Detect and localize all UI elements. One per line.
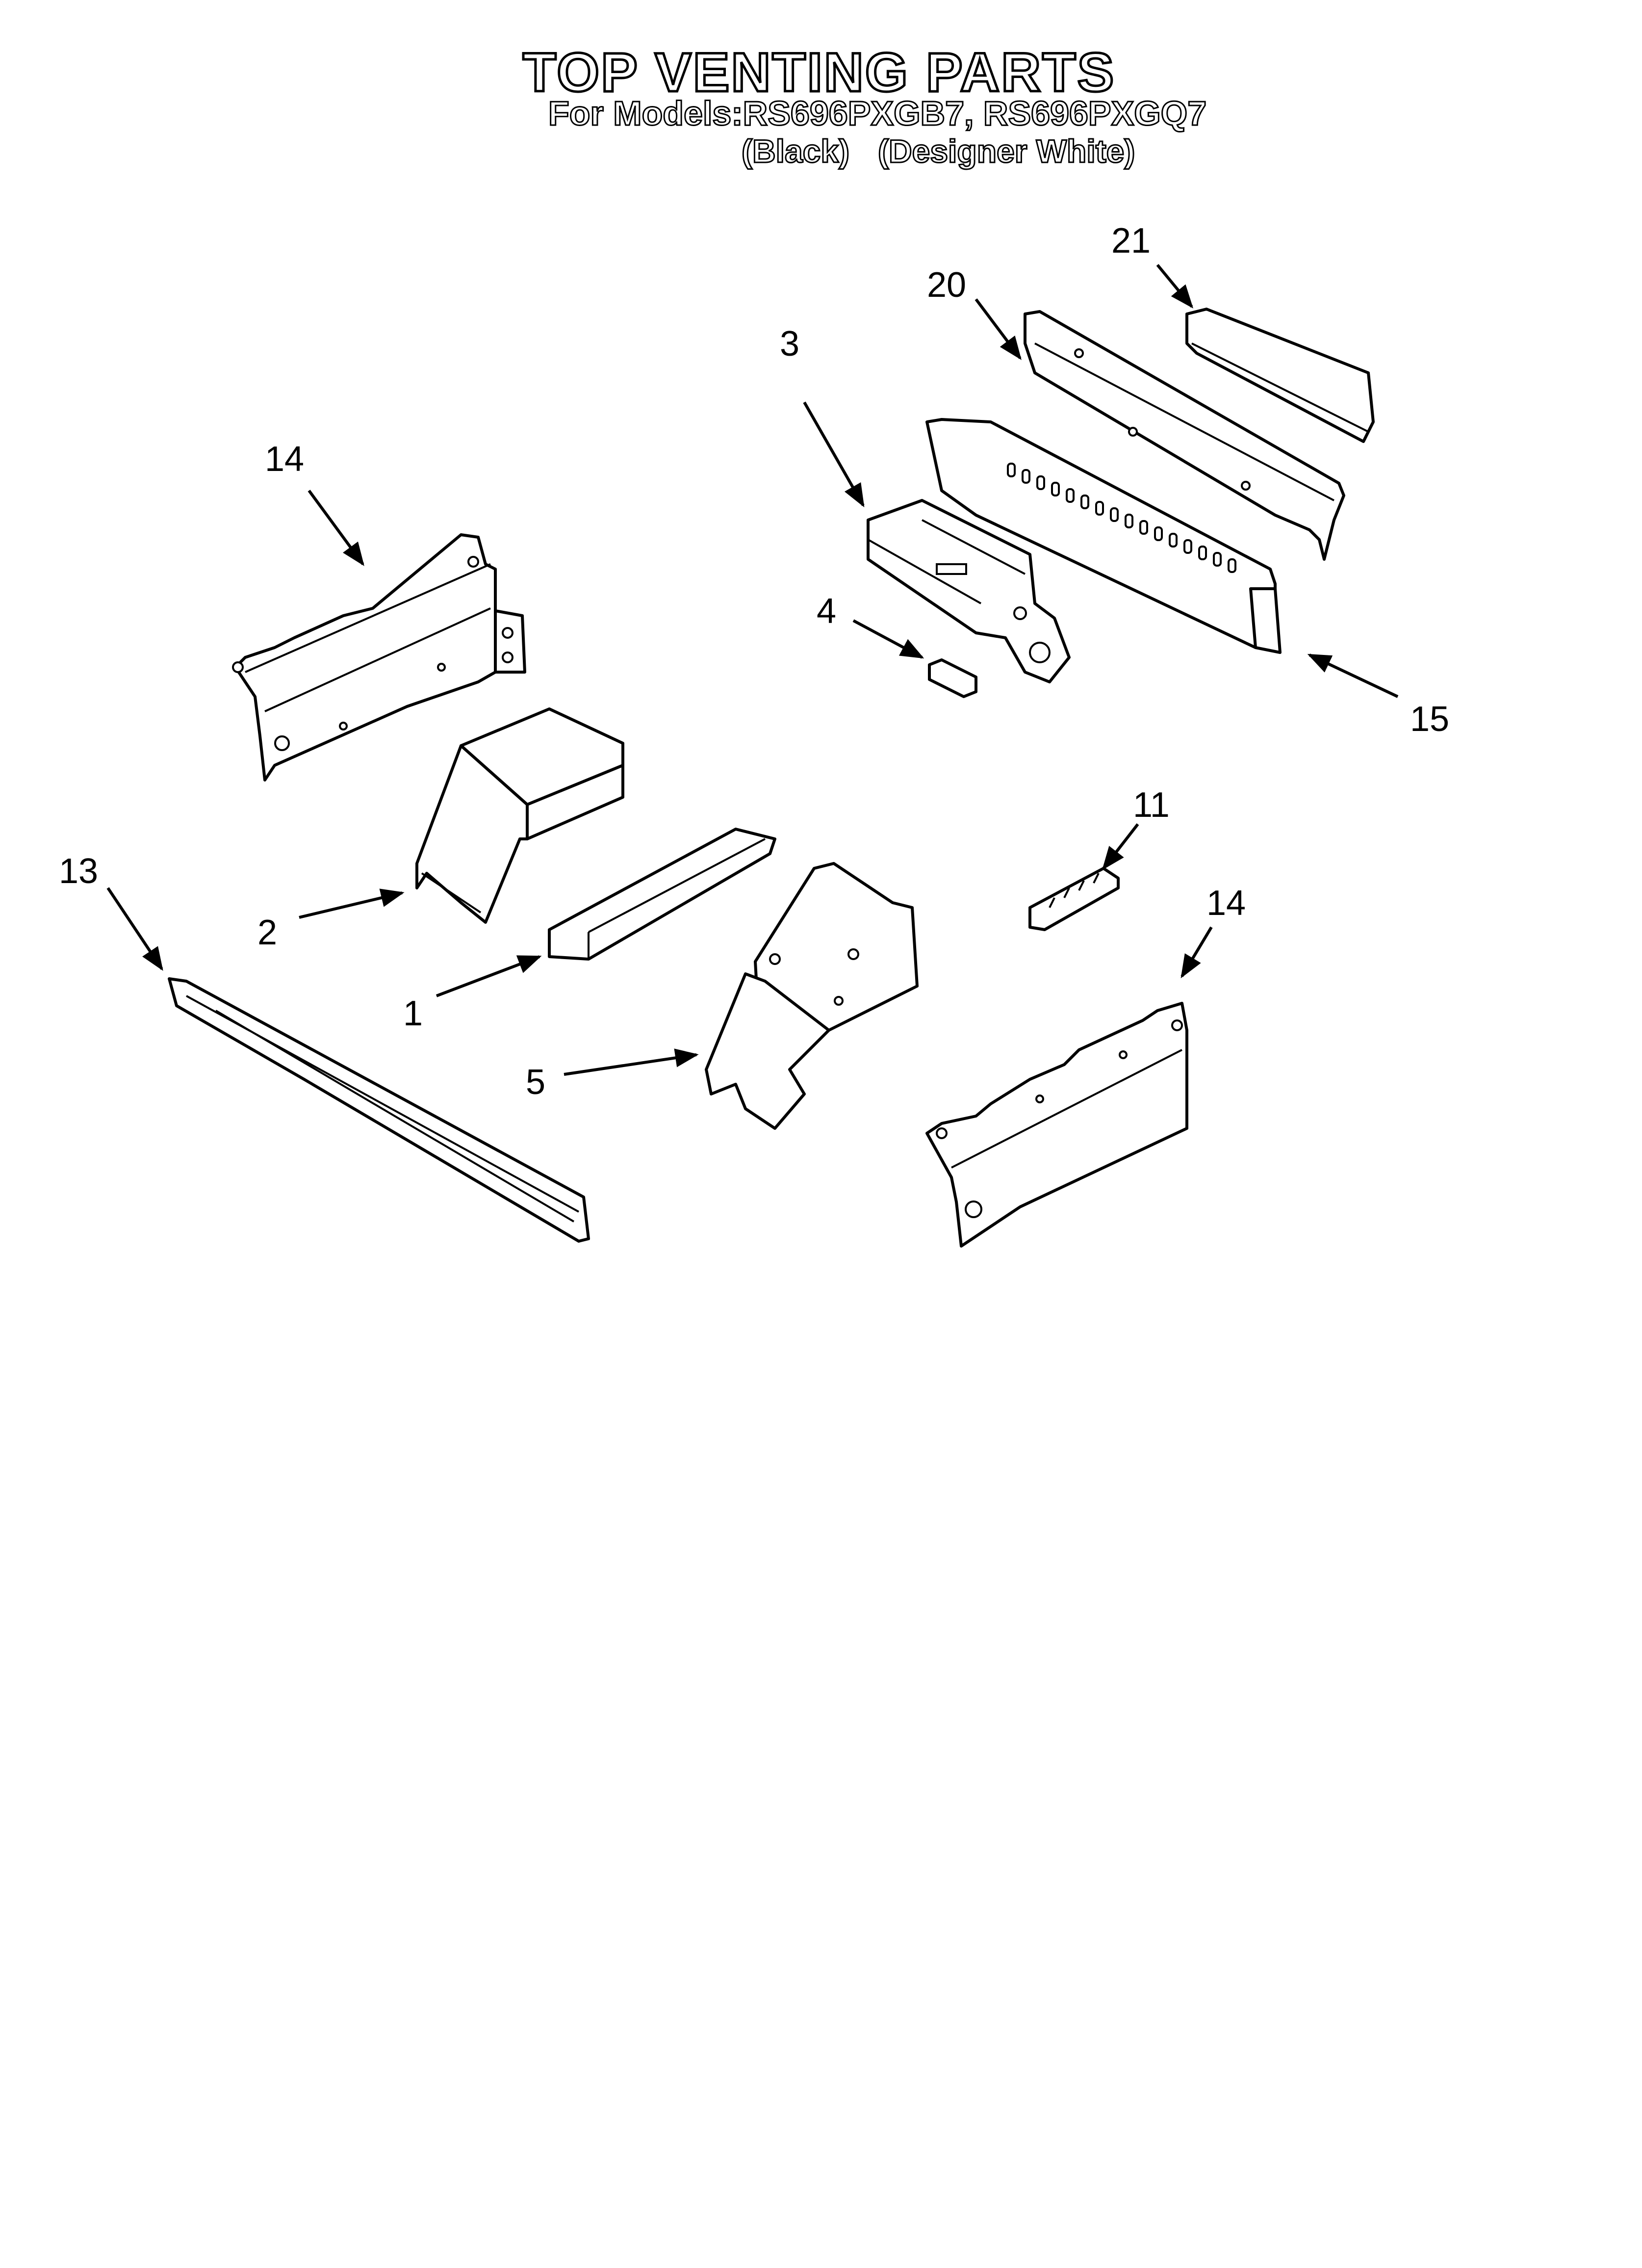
part-2-duct	[415, 707, 624, 924]
vent-slots	[1007, 463, 1236, 573]
part-21-bracket	[1185, 308, 1375, 443]
callout-4: 4	[817, 592, 836, 631]
leader-13	[106, 887, 163, 971]
leader-5	[564, 1048, 699, 1076]
callout-21: 21	[1111, 221, 1151, 261]
part-13-rail	[168, 977, 590, 1243]
title-block: TOP VENTING PARTS For Models:RS696PXGB7,…	[0, 0, 1642, 177]
callout-3: 3	[780, 324, 799, 364]
part-11-terminal-block	[1028, 867, 1120, 931]
callout-13: 13	[59, 852, 98, 891]
part-4-block	[928, 658, 977, 698]
leader-1	[436, 955, 542, 997]
callout-11: 11	[1133, 785, 1170, 825]
callout-1: 1	[403, 994, 423, 1033]
part-15-vent-channel	[925, 418, 1282, 654]
page-title: TOP VENTING PARTS	[521, 42, 1116, 103]
model-list: For Models:RS696PXGB7, RS696PXGQ7	[547, 94, 1207, 132]
leader-4	[852, 619, 924, 659]
leader-21	[1156, 264, 1194, 309]
leader-11	[1102, 823, 1139, 870]
variant-designer-white: (Designer White)	[877, 133, 1135, 169]
callout-5: 5	[526, 1063, 545, 1102]
leader-14-lower	[1180, 926, 1213, 979]
callout-14-upper: 14	[265, 440, 304, 479]
leader-15	[1307, 653, 1399, 698]
part-5-tray	[705, 862, 919, 1130]
leader-20	[975, 298, 1022, 360]
part-3-switch-assembly	[867, 499, 1071, 683]
callout-15: 15	[1410, 700, 1449, 739]
variant-black: (Black)	[741, 133, 850, 169]
leader-14-upper	[308, 490, 364, 566]
part-20-back-plate	[1024, 310, 1345, 561]
part-14-side-panel-left	[232, 533, 526, 782]
part-1-strip	[548, 828, 776, 961]
callout-2: 2	[257, 913, 277, 952]
part-14-side-panel-right	[925, 1002, 1188, 1248]
callout-20: 20	[927, 265, 966, 305]
leader-2	[299, 888, 405, 919]
callout-14-lower: 14	[1206, 884, 1246, 923]
leader-3	[803, 401, 865, 508]
